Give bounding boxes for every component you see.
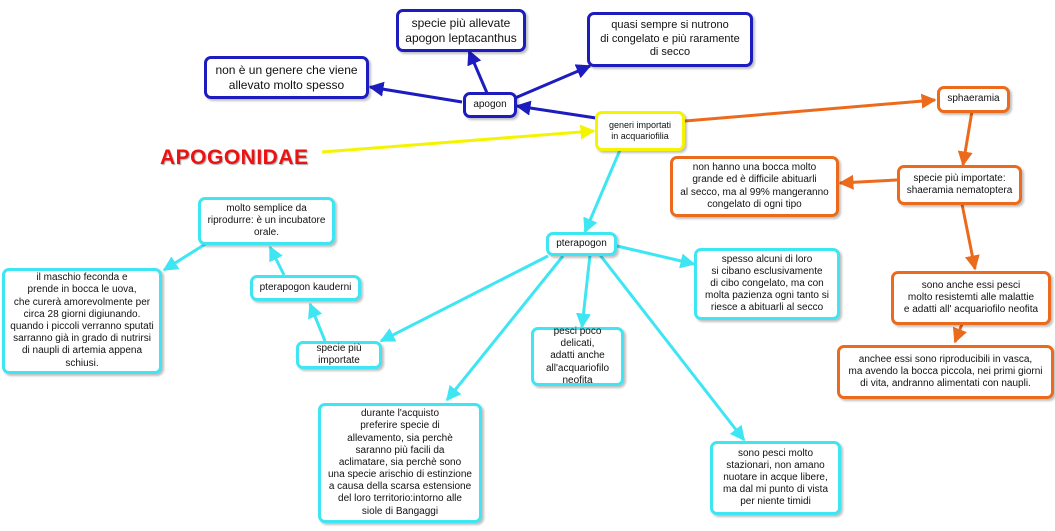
link-pterapogon-stazionari	[598, 254, 746, 442]
main-title: APOGONIDAE	[160, 146, 309, 169]
node-spesso-alcuni[interactable]: spesso alcuni di loro si cibano esclusiv…	[694, 248, 840, 320]
link-generi-pterapogon	[583, 149, 622, 234]
node-pterapogon[interactable]: pterapogon	[546, 232, 617, 256]
node-specie-importate-pt[interactable]: specie più importate	[296, 341, 382, 369]
link-pterapogon-pesci-poco	[576, 254, 592, 329]
link-pterapogon-durante	[445, 255, 565, 402]
link-apogon-quasi-sempre	[514, 64, 592, 100]
link-apogon-non-genere	[368, 81, 463, 104]
link-molto-semplice-maschio	[162, 241, 208, 272]
node-bocca-grande[interactable]: non hanno una bocca molto grande ed è di…	[670, 156, 839, 217]
link-generi-sphaeramia	[684, 93, 937, 123]
link-specie-resistenti	[960, 203, 980, 271]
link-specie-kauderni	[308, 302, 327, 342]
link-pterapogon-spesso	[616, 244, 696, 269]
node-non-genere[interactable]: non è un genere che viene allevato molto…	[204, 56, 369, 99]
node-riproducibili[interactable]: anchee essi sono riproducibili in vasca,…	[837, 345, 1054, 399]
link-generi-apogon	[515, 100, 597, 120]
node-durante-acquisto[interactable]: durante l'acquisto preferire specie di a…	[318, 403, 482, 523]
link-resistenti-riproducibili	[952, 323, 967, 344]
node-molto-semplice[interactable]: molto semplice da riprodurre: è un incub…	[198, 197, 335, 245]
node-stazionari[interactable]: sono pesci molto stazionari, non amano n…	[710, 441, 841, 515]
node-maschio-feconda[interactable]: il maschio feconda e prende in bocca le …	[2, 268, 162, 374]
node-resistenti[interactable]: sono anche essi pesci molto resistemti a…	[891, 271, 1051, 325]
link-sphaeramia-specie	[957, 110, 974, 167]
node-sphaeramia[interactable]: sphaeramia	[937, 86, 1010, 113]
node-pterapogon-kauderni[interactable]: pterapogon kauderni	[250, 275, 361, 301]
node-quasi-sempre[interactable]: quasi sempre si nutrono di congelato e p…	[587, 12, 753, 67]
node-generi-importati[interactable]: generi importati in acquariofilia	[595, 111, 685, 151]
link-specie-bocca	[838, 174, 898, 190]
node-pesci-poco-delicati[interactable]: pesci poco delicati, adatti anche all'ac…	[531, 326, 624, 386]
link-title-generi	[321, 124, 596, 154]
node-apogon[interactable]: apogon	[463, 92, 517, 118]
link-apogon-specie-allevate	[467, 49, 489, 94]
link-pterapogon-specie-importate	[379, 254, 549, 343]
node-specie-allevate[interactable]: specie più allevate apogon leptacanthus	[396, 9, 526, 52]
link-kauderni-molto-semplice	[268, 245, 286, 276]
node-specie-importate-sph[interactable]: specie più importate: shaeramia nematopt…	[897, 165, 1022, 205]
